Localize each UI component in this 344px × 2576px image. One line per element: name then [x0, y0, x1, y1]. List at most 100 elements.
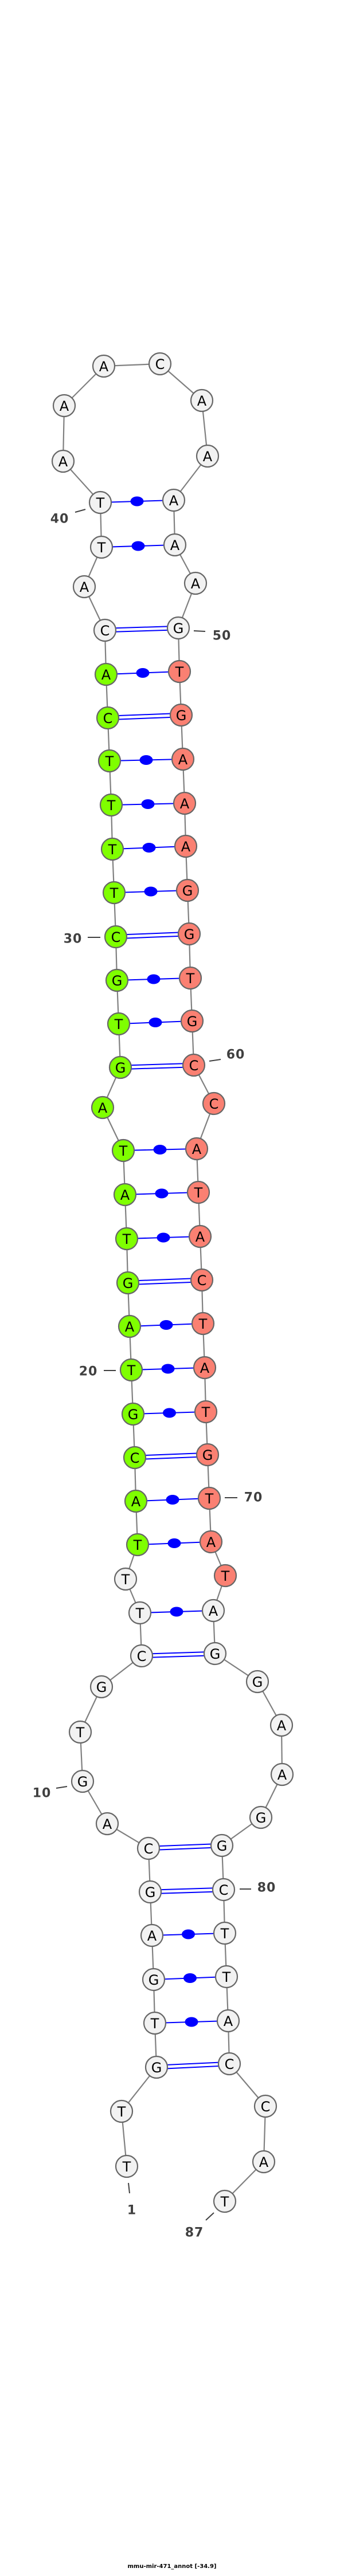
nucleotide-circle [96, 706, 120, 730]
nucleotide-50: G [166, 616, 190, 640]
nucleotide-letter: G [151, 2060, 162, 2076]
nucleotide-letter: T [201, 1404, 210, 1420]
nucleotide-circle [144, 2055, 169, 2079]
nucleotide-47: A [162, 488, 186, 512]
nucleotide-79: G [210, 1833, 234, 1858]
nucleotide-letter: A [99, 359, 109, 375]
nucleotide-circle [136, 1836, 161, 1860]
non-gc-pair-dot [131, 541, 145, 551]
nucleotide-circle [115, 1227, 139, 1251]
nucleotide-letter: T [220, 2194, 229, 2210]
non-gc-pair-dot [153, 1145, 167, 1155]
nucleotide-36: A [94, 662, 118, 686]
nucleotide-46: A [196, 444, 220, 468]
nucleotide-10: G [71, 1769, 95, 1793]
nucleotide-letter: A [178, 752, 188, 768]
nucleotide-9: A [95, 1812, 119, 1836]
nucleotide-circle [196, 444, 220, 468]
nucleotide-66: T [191, 1311, 215, 1336]
nucleotide-circle [115, 2154, 139, 2178]
nucleotide-51: T [167, 659, 191, 684]
nucleotide-42: A [52, 394, 76, 418]
nucleotide-letter: G [123, 1275, 134, 1291]
nucleotide-circle [51, 449, 75, 473]
nucleotide-circle [202, 1091, 226, 1116]
nucleotide-letter: T [175, 664, 184, 680]
nucleotide-circle [216, 2009, 240, 2033]
nucleotide-38: A [72, 575, 96, 599]
nucleotide-circle [102, 881, 126, 905]
nucleotide-letter: T [150, 2016, 159, 2032]
nucleotide-76: A [269, 1713, 294, 1737]
nucleotide-52: G [169, 703, 193, 727]
nucleotide-circle [193, 1356, 217, 1380]
nucleotide-53: A [171, 747, 195, 771]
nucleotide-60: C [182, 1053, 206, 1077]
gc-pair-line [116, 935, 190, 940]
nucleotide-letter: C [103, 710, 113, 727]
nucleotide-circle [213, 1564, 237, 1588]
nucleotide-circle [249, 1805, 273, 1829]
nucleotide-35: C [96, 706, 120, 730]
nucleotide-letter: T [186, 971, 195, 987]
position-label: 87 [185, 2226, 204, 2240]
nucleotide-2: T [110, 2099, 134, 2123]
nucleotide-circle [190, 1268, 214, 1292]
position-label: 70 [244, 1491, 263, 1505]
nucleotide-letter: G [187, 1014, 198, 1030]
nucleotide-81: T [213, 1921, 237, 1945]
nucleotide-letter: T [194, 1185, 203, 1201]
nucleotide-letter: T [122, 2159, 131, 2175]
non-gc-pair-dot [159, 1320, 173, 1330]
nucleotide-letter: C [155, 356, 165, 372]
nucleotide-letter: G [176, 708, 187, 724]
nucleotide-3: G [144, 2055, 169, 2079]
nucleotide-29: G [105, 968, 129, 992]
nucleotide-circle [270, 1762, 294, 1786]
nucleotide-circle [128, 1601, 152, 1625]
nucleotide-circle [197, 1486, 221, 1510]
nucleotide-circle [253, 2094, 277, 2118]
nucleotide-letter: T [119, 1143, 128, 1159]
nucleotide-circle [201, 1599, 225, 1623]
position-tick [56, 1786, 68, 1789]
nucleotide-circle [178, 966, 202, 990]
nucleotide-circle [97, 749, 122, 773]
position-tick [209, 1059, 221, 1062]
nucleotide-45: A [190, 388, 214, 413]
nucleotide-39: T [89, 535, 114, 559]
nucleotide-31: T [102, 881, 126, 905]
nucleotide-1: T [115, 2154, 139, 2178]
nucleotide-letter: G [128, 1407, 139, 1423]
nucleotide-61: C [202, 1091, 226, 1116]
nucleotide-letter: A [60, 398, 69, 414]
nucleotide-letter: G [182, 883, 193, 899]
nucleotide-57: G [177, 922, 201, 946]
nucleotide-letter: C [100, 623, 110, 639]
nucleotide-letter: A [98, 1100, 108, 1116]
nucleotide-circle [52, 394, 76, 418]
gc-pair-line [120, 1062, 194, 1066]
nucleotide-74: G [203, 1642, 227, 1666]
nucleotide-33: T [99, 793, 123, 817]
nucleotide-87: T [213, 2189, 237, 2213]
nucleotide-circle [173, 791, 197, 815]
nucleotide-circle [92, 354, 116, 378]
nucleotide-letter: C [111, 929, 121, 945]
non-gc-pair-dot [157, 1232, 170, 1243]
nucleotide-54: A [173, 791, 197, 815]
nucleotide-circle [177, 922, 201, 946]
nucleotide-letter: A [180, 796, 190, 812]
nucleotide-letter: T [222, 1969, 231, 1985]
nucleotide-letter: T [221, 1568, 230, 1584]
nucleotide-56: G [175, 878, 200, 902]
nucleotide-78: G [249, 1805, 273, 1829]
nucleotide-letter: T [121, 1572, 130, 1588]
nucleotide-63: T [186, 1180, 210, 1204]
nucleotide-circle [111, 1138, 135, 1163]
nucleotide-14: T [128, 1601, 152, 1625]
position-label: 1 [127, 2204, 136, 2218]
nucleotide-85: C [253, 2094, 277, 2118]
position-label: 40 [50, 512, 69, 527]
